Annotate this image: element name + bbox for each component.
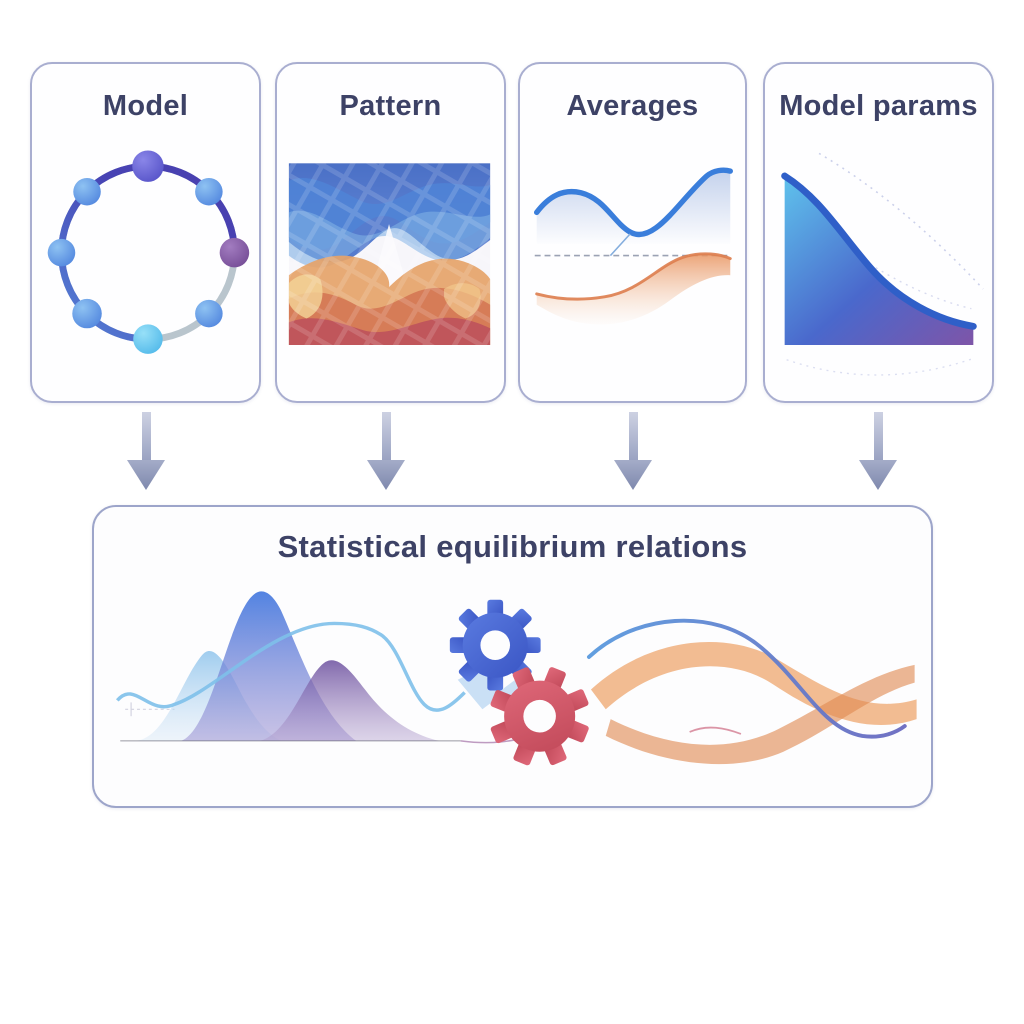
gear-icon-red — [490, 667, 589, 766]
card-title-model: Model — [102, 90, 189, 122]
arrow-head — [859, 460, 897, 490]
node-right — [219, 237, 250, 268]
node-bottom — [133, 324, 163, 354]
blue-average-area — [536, 170, 731, 244]
result-panel: Statistical equilibrium relations — [92, 505, 933, 808]
card-title-averages: Averages — [566, 90, 699, 122]
down-arrow-icon — [614, 412, 652, 490]
down-arrow-icon — [127, 412, 165, 490]
result-panel-title: Statistical equilibrium relations — [277, 529, 748, 564]
blue-weaving-line — [115, 621, 466, 712]
card-title-pattern: Pattern — [339, 90, 442, 122]
dotted-arc-lower — [786, 357, 976, 376]
down-arrow-icon — [859, 412, 897, 490]
node-left — [47, 238, 76, 267]
arrow-head — [367, 460, 405, 490]
average-curves-icon — [534, 167, 733, 325]
decay-curve-icon — [781, 152, 984, 376]
card-model-params: Model params — [763, 62, 994, 403]
node-top — [132, 150, 164, 182]
decay-area — [784, 175, 974, 346]
arrow-stem — [873, 412, 883, 462]
orange-average-curve — [535, 252, 732, 301]
arrow-head — [614, 460, 652, 490]
node-upper-left — [73, 177, 101, 206]
arrow-stem — [381, 412, 391, 462]
arrow-head — [127, 460, 165, 490]
card-model: Model — [30, 62, 261, 403]
arrow-stem — [628, 412, 638, 462]
distribution-peaks-icon — [120, 591, 534, 744]
card-pattern: Pattern — [275, 62, 506, 403]
card-title-model-params: Model params — [779, 90, 978, 122]
blue-average-curve — [534, 167, 733, 238]
equilibrium-graphic — [115, 591, 917, 766]
orange-ribbon-wave-icon — [590, 641, 917, 765]
faint-tick-marks — [125, 702, 175, 717]
node-lower-right — [195, 299, 223, 328]
down-arrow-icon — [367, 412, 405, 490]
decay-line — [781, 172, 977, 330]
arrow-stem — [141, 412, 151, 462]
node-lower-left — [72, 298, 102, 329]
node-ring-icon — [47, 150, 250, 354]
wave-mosaic-icon — [288, 163, 491, 346]
blue-sine-curve-icon — [587, 618, 907, 739]
connector-line — [609, 233, 631, 257]
orange-average-area — [536, 253, 731, 325]
card-averages: Averages — [518, 62, 747, 403]
node-upper-right — [195, 177, 223, 206]
